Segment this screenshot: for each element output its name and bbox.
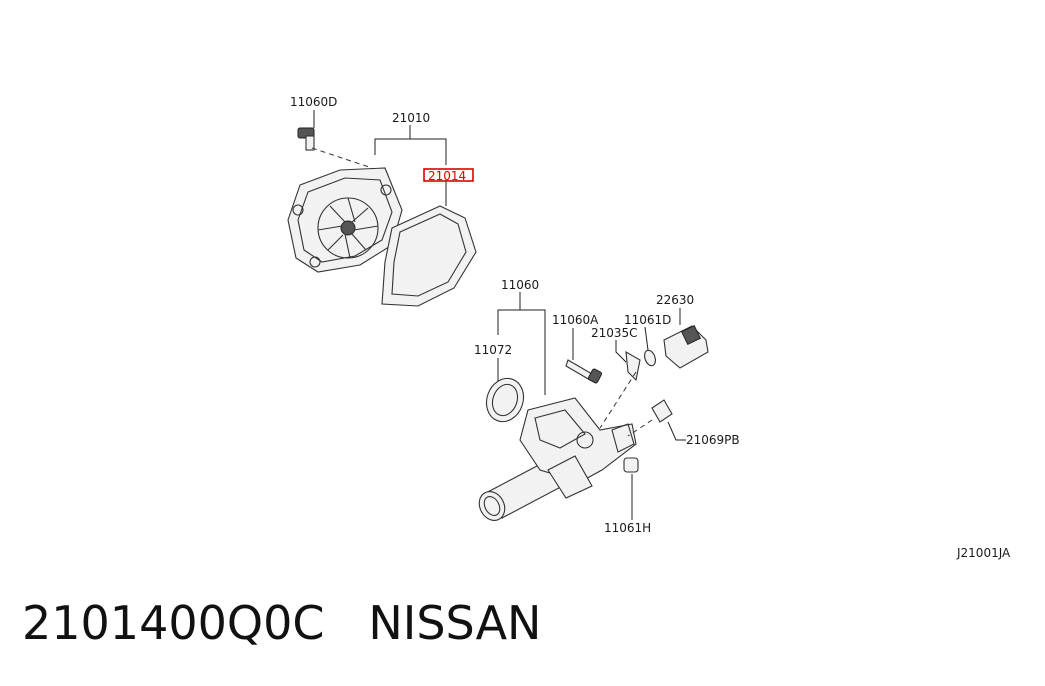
washer-11061d [644, 326, 656, 367]
highlight-box-21014 [423, 168, 474, 182]
thermostat-housing-11060 [478, 292, 637, 521]
callout-11061d[interactable]: 11061D [624, 313, 671, 327]
callout-11072[interactable]: 11072 [474, 343, 512, 357]
callout-21014[interactable]: 21014 [428, 169, 466, 183]
bolt-11060d [297, 110, 373, 169]
callout-11060d[interactable]: 11060D [290, 95, 337, 109]
callout-21069pb[interactable]: 21069PB [686, 433, 740, 447]
caption-part-number: 2101400Q0C [22, 596, 325, 650]
callout-22630[interactable]: 22630 [656, 293, 694, 307]
parts-diagram: 11060D 21010 21014 11060 22630 11060A 11… [287, 95, 1011, 560]
o-ring-11072 [485, 358, 525, 423]
part-caption: 2101400Q0C NISSAN [22, 596, 541, 650]
callout-21035c[interactable]: 21035C [591, 326, 638, 340]
water-pump-21010 [287, 125, 447, 273]
joint-21069pb [627, 399, 686, 441]
sensor-22630 [663, 308, 709, 369]
callout-11060a[interactable]: 11060A [552, 313, 599, 327]
caption-brand: NISSAN [368, 596, 542, 650]
callout-11060[interactable]: 11060 [501, 278, 539, 292]
clip-21035c [599, 340, 641, 429]
callout-11061h[interactable]: 11061H [604, 521, 651, 535]
gasket-21014 [381, 180, 477, 307]
bolt-11060a [565, 328, 603, 384]
plug-11061h [623, 457, 639, 520]
diagram-code: J21001JA [956, 546, 1011, 560]
callout-21010[interactable]: 21010 [392, 111, 430, 125]
